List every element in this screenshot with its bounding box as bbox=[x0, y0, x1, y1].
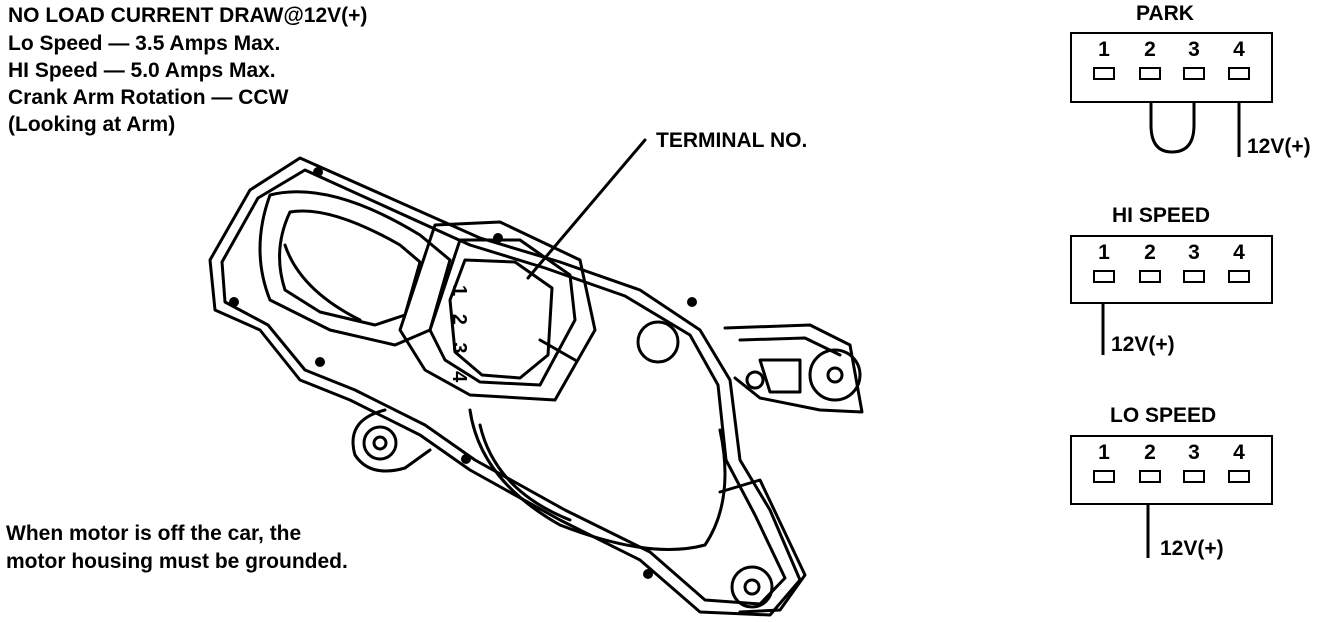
spec-lo-speed: Lo Speed — 3.5 Amps Max. bbox=[8, 32, 281, 55]
motor-terminal-3: 3 bbox=[448, 342, 470, 360]
lo-speed-pin-label-3: 3 bbox=[1188, 441, 1200, 464]
ground-note-line-1: When motor is off the car, the bbox=[6, 522, 302, 545]
hi-speed-supply-label: 12V(+) bbox=[1111, 333, 1175, 356]
hi-speed-pin-label-4: 4 bbox=[1233, 241, 1245, 264]
hi-speed-pin-4 bbox=[1228, 270, 1250, 283]
park-pin-4 bbox=[1228, 67, 1250, 80]
hi-speed-pin-1 bbox=[1093, 270, 1115, 283]
park-jumper-wire bbox=[1149, 79, 1196, 154]
terminal-leader bbox=[526, 138, 647, 280]
park-connector: 1 2 3 4 bbox=[1070, 32, 1273, 103]
motor-housing-plate bbox=[208, 156, 802, 617]
park-pin-1 bbox=[1093, 67, 1115, 80]
hi-speed-pin-label-3: 3 bbox=[1188, 241, 1200, 264]
spec-heading: NO LOAD CURRENT DRAW@12V(+) bbox=[8, 4, 368, 27]
hi-speed-connector: 1 2 3 4 bbox=[1070, 235, 1273, 304]
hi-speed-pin-label-2: 2 bbox=[1144, 241, 1156, 264]
lo-speed-pin-1 bbox=[1093, 470, 1115, 483]
park-title: PARK bbox=[1136, 2, 1194, 25]
hi-speed-pin-2 bbox=[1139, 270, 1161, 283]
lo-speed-pin-4 bbox=[1228, 470, 1250, 483]
crank-arm bbox=[723, 323, 864, 414]
motor-terminal-1: 1 bbox=[448, 285, 470, 303]
lo-speed-title: LO SPEED bbox=[1110, 404, 1217, 427]
park-pin-label-2: 2 bbox=[1144, 38, 1156, 61]
park-pin-label-3: 3 bbox=[1188, 38, 1200, 61]
spec-crank-rotation: Crank Arm Rotation — CCW bbox=[8, 86, 289, 109]
hi-speed-pin-3 bbox=[1183, 270, 1205, 283]
park-pin-3 bbox=[1183, 67, 1205, 80]
lo-speed-pin-label-4: 4 bbox=[1233, 441, 1245, 464]
hi-speed-pin-label-1: 1 bbox=[1098, 241, 1110, 264]
lower-bracket bbox=[718, 478, 807, 614]
motor-terminal-4: 4 bbox=[448, 371, 470, 389]
park-pin-label-4: 4 bbox=[1233, 38, 1245, 61]
lo-speed-pin-label-2: 2 bbox=[1144, 441, 1156, 464]
spec-looking-at-arm: (Looking at Arm) bbox=[8, 113, 176, 136]
hi-speed-title: HI SPEED bbox=[1112, 204, 1211, 227]
spec-hi-speed: HI Speed — 5.0 Amps Max. bbox=[8, 59, 276, 82]
lo-speed-pin-3 bbox=[1183, 470, 1205, 483]
lo-speed-connector: 1 2 3 4 bbox=[1070, 435, 1273, 505]
gear-housing bbox=[468, 408, 727, 551]
terminal-number-label: TERMINAL NO. bbox=[656, 129, 808, 152]
ground-note-line-2: motor housing must be grounded. bbox=[6, 550, 348, 573]
mounting-ear bbox=[351, 408, 432, 473]
lo-speed-pin-2 bbox=[1139, 470, 1161, 483]
lo-speed-supply-label: 12V(+) bbox=[1160, 537, 1224, 560]
motor-terminal-2: 2 bbox=[448, 313, 470, 331]
lo-speed-pin-label-1: 1 bbox=[1098, 441, 1110, 464]
motor-terminal-numbers: 1 2 3 4 bbox=[447, 285, 470, 388]
park-supply-label: 12V(+) bbox=[1247, 135, 1311, 158]
motor-armature-cover bbox=[258, 190, 452, 347]
park-pin-2 bbox=[1139, 67, 1161, 80]
park-pin-label-1: 1 bbox=[1098, 38, 1110, 61]
terminal-block bbox=[398, 220, 597, 402]
